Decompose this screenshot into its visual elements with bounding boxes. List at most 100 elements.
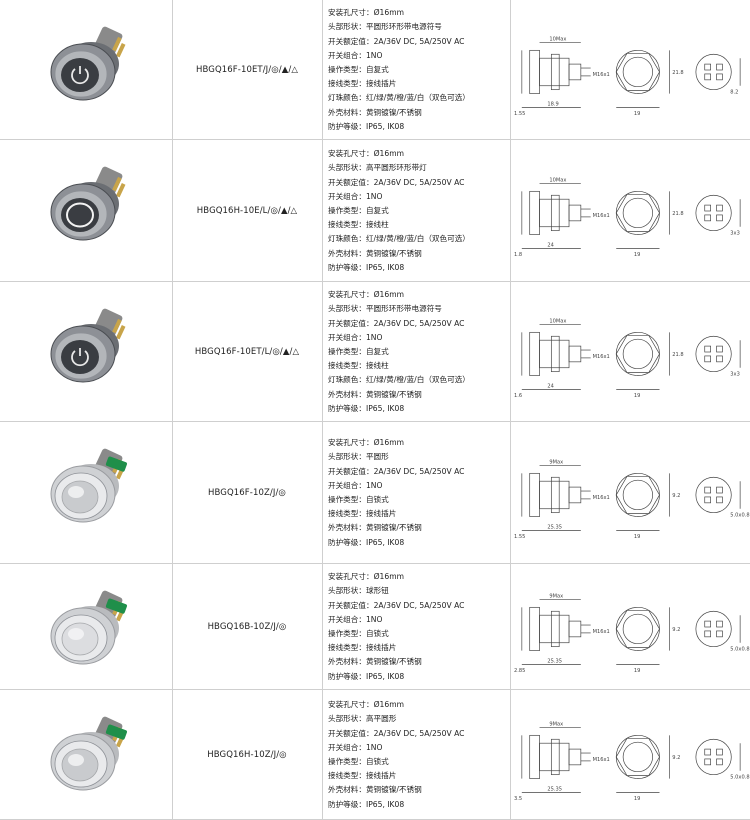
spec-label: 外壳材料： xyxy=(328,107,366,117)
dimension-label-bot: 19 xyxy=(634,796,641,802)
spec-line: 防护等级：IP65, IK08 xyxy=(328,536,464,550)
spec-value: 1NO xyxy=(365,742,383,752)
dimension-label-pin: 5.0x0.8 xyxy=(730,513,749,519)
spec-value: 接线插片 xyxy=(365,79,397,89)
dimension-label-top: 10Max xyxy=(549,319,566,325)
product-photo xyxy=(0,690,172,820)
product-photo xyxy=(0,564,172,690)
dimension-label-thread: M16x1 xyxy=(593,354,610,360)
spec-label: 开关组合： xyxy=(328,742,366,752)
spec-label: 外壳材料： xyxy=(328,248,366,258)
spec-line: 接线类型：接线插片 xyxy=(328,769,464,783)
spec-label: 头部形状： xyxy=(328,452,366,462)
spec-label: 防护等级： xyxy=(328,121,366,131)
dimension-label-left: 2.85 xyxy=(514,668,525,674)
spec-value: 2A/36V DC, 5A/250V AC xyxy=(373,466,465,476)
spec-line: 接线类型：接线插片 xyxy=(328,641,464,655)
spec-line: 外壳材料：黄铜镀镍/不锈钢 xyxy=(328,783,464,797)
dimension-label-mid: 25.35 xyxy=(547,658,562,664)
spec-line: 安装孔尺寸：Ø16mm xyxy=(328,436,464,450)
spec-label: 操作类型： xyxy=(328,64,366,74)
spec-line: 接线类型：接线插片 xyxy=(328,77,470,91)
spec-line: 安装孔尺寸：Ø16mm xyxy=(328,698,464,712)
spec-value: 2A/36V DC, 5A/250V AC xyxy=(373,728,465,738)
spec-value: IP65, IK08 xyxy=(365,799,405,809)
spec-label: 外壳材料： xyxy=(328,389,366,399)
dimension-label-bot: 19 xyxy=(634,534,641,540)
spec-line: 外壳材料：黄铜镀镍/不锈钢 xyxy=(328,247,470,261)
spec-value: 红/绿/黄/橙/蓝/白（双色可选） xyxy=(365,234,470,244)
spec-line: 防护等级：IP65, IK08 xyxy=(328,261,470,275)
dimension-label-side: 21.8 xyxy=(672,211,683,217)
spec-label: 开关组合： xyxy=(328,332,366,342)
spec-line: 操作类型：自复式 xyxy=(328,63,470,77)
spec-value: 自复式 xyxy=(365,346,389,356)
dimension-label-pin: 5.0x0.8 xyxy=(730,647,749,653)
spec-line: 防护等级：IP65, IK08 xyxy=(328,670,464,684)
spec-line: 开关额定值：2A/36V DC, 5A/250V AC xyxy=(328,727,464,741)
spec-label: 防护等级： xyxy=(328,537,366,547)
spec-label: 操作类型： xyxy=(328,629,366,638)
spec-label: 头部形状： xyxy=(328,304,366,314)
spec-label: 开关组合： xyxy=(328,50,366,60)
spec-label: 操作类型： xyxy=(328,757,366,766)
spec-label: 外壳材料： xyxy=(328,657,366,667)
dimension-label-mid: 24 xyxy=(547,383,554,389)
spec-value: IP65, IK08 xyxy=(365,121,405,131)
dimension-label-side: 9.2 xyxy=(672,493,680,499)
spec-value: 黄铜镀镍/不锈钢 xyxy=(365,657,422,667)
dimension-label-left: 1.55 xyxy=(514,111,525,117)
spec-value: 自复式 xyxy=(365,64,389,74)
spec-line: 防护等级：IP65, IK08 xyxy=(328,402,470,416)
spec-line: 开关组合：1NO xyxy=(328,331,470,345)
spec-value: 2A/36V DC, 5A/250V AC xyxy=(373,600,465,610)
dimension-label-bot: 19 xyxy=(634,111,641,117)
dimension-label-left: 1.6 xyxy=(514,393,522,399)
switch-photo-icon xyxy=(50,166,126,241)
dimension-drawing xyxy=(521,42,741,108)
model-number: HBGQ16F-10Z/J/◎ xyxy=(208,488,286,498)
spec-value: 黄铜镀镍/不锈钢 xyxy=(365,389,422,399)
dimension-label-thread: M16x1 xyxy=(593,495,610,501)
spec-value: IP65, IK08 xyxy=(365,262,405,272)
spec-value: 高平圆形 xyxy=(365,714,397,724)
spec-value: 接线柱 xyxy=(365,361,389,371)
spec-value: 1NO xyxy=(365,614,383,624)
spec-line: 防护等级：IP65, IK08 xyxy=(328,798,464,812)
spec-value: 接线插片 xyxy=(365,771,397,781)
spec-label: 防护等级： xyxy=(328,799,366,809)
dimension-label-left: 1.8 xyxy=(514,252,522,258)
spec-line: 操作类型：自锁式 xyxy=(328,755,464,769)
spec-line: 接线类型：接线柱 xyxy=(328,359,470,373)
dimension-drawing xyxy=(521,324,741,390)
dimension-drawing xyxy=(521,183,741,249)
spec-label: 灯珠颜色： xyxy=(328,93,366,103)
spec-label: 灯珠颜色： xyxy=(328,234,366,244)
dimension-label-top: 10Max xyxy=(549,178,566,184)
spec-value: 平圆形环形带电源符号 xyxy=(365,304,442,314)
spec-line: 开关组合：1NO xyxy=(328,613,464,627)
spec-line: 开关组合：1NO xyxy=(328,190,470,204)
spec-label: 外壳材料： xyxy=(328,523,366,533)
dimension-label-pin: 3x3 xyxy=(730,231,740,237)
spec-value: 1NO xyxy=(365,332,383,342)
spec-line: 头部形状：高平圆形 xyxy=(328,712,464,726)
spec-label: 开关额定值： xyxy=(328,466,374,476)
spec-label: 接线类型： xyxy=(328,361,366,371)
spec-value: Ø16mm xyxy=(373,149,404,159)
dimension-label-bot: 19 xyxy=(634,668,641,674)
spec-value: 接线柱 xyxy=(365,220,389,230)
dimension-label-side: 9.2 xyxy=(672,627,680,633)
spec-line: 外壳材料：黄铜镀镍/不锈钢 xyxy=(328,388,470,402)
dimension-label-thread: M16x1 xyxy=(593,213,610,219)
spec-label: 开关额定值： xyxy=(328,177,374,187)
